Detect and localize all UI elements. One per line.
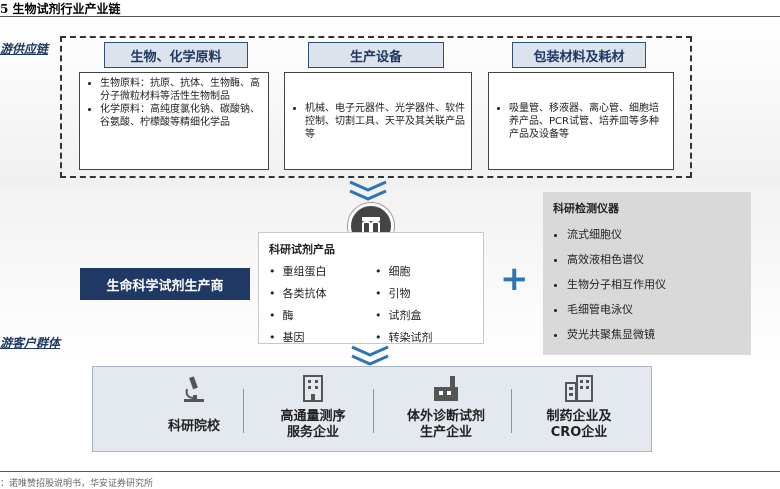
instruments-title: 科研检测仪器	[553, 202, 619, 215]
manufacturer-box: 生命科学试剂生产商	[80, 268, 250, 300]
customer-label: 制药企业及 CRO企业	[546, 409, 612, 440]
supply-item: 生物原料：抗原、抗体、生物酶、高分子微粒材料等活性生物制品	[100, 77, 262, 103]
instrument-item: 荧光共聚焦显微镜	[567, 322, 741, 347]
instrument-item: 高效液相色谱仪	[567, 247, 741, 272]
supply-header-packaging: 包装材料及耗材	[512, 42, 646, 68]
instrument-item: 毛细管电泳仪	[567, 297, 741, 322]
product-item: • 转染试剂	[375, 331, 433, 344]
customer-research-institutes: 科研院校	[139, 367, 249, 451]
product-item: • 各类抗体	[269, 287, 327, 300]
down-chevron-icon	[349, 180, 387, 201]
supply-item: 化学原料：高纯度氯化钠、碳酸钠、谷氨酸、柠檬酸等精细化学品	[100, 103, 262, 129]
product-item: • 重组蛋白	[269, 265, 327, 278]
product-item: • 基因	[269, 331, 305, 344]
footer-divider	[0, 471, 780, 472]
supply-body-raw-materials: 生物原料：抗原、抗体、生物酶、高分子微粒材料等活性生物制品 化学原料：高纯度氯化…	[79, 72, 269, 170]
down-chevron-icon	[351, 345, 389, 366]
supply-item: 吸量管、移液器、离心管、细胞培养产品、PCR试管、培养皿等多种产品及设备等	[509, 102, 667, 141]
supply-item: 机械、电子元器件、光学器件、软件控制、切割工具、天平及其关联产品等	[305, 102, 465, 141]
product-title: 科研试剂产品	[269, 243, 335, 256]
supply-header-raw-materials: 生物、化学原料	[104, 42, 248, 68]
microscope-icon	[184, 376, 204, 402]
upstream-label: 游供应链	[0, 42, 49, 56]
figure-title: 5 生物试剂行业产业链	[0, 2, 121, 16]
downstream-label: 游客户群体	[0, 336, 61, 350]
product-box: 科研试剂产品 • 重组蛋白 • 细胞 • 各类抗体 • 引物 • 酶 • 试剂盒…	[258, 232, 484, 344]
supply-header-equipment: 生产设备	[308, 42, 444, 68]
product-item: • 引物	[375, 287, 411, 300]
factory-icon	[434, 376, 458, 401]
customer-label: 高通量测序 服务企业	[280, 409, 346, 440]
customer-label: 科研院校	[167, 419, 220, 434]
instruments-box: 科研检测仪器 流式细胞仪 高效液相色谱仪 生物分子相互作用仪 毛细管电泳仪 荧光…	[543, 192, 751, 355]
product-item: • 试剂盒	[375, 309, 422, 322]
customer-pharma: 制药企业及 CRO企业	[519, 367, 639, 451]
office-buildings-icon	[565, 375, 593, 402]
product-item: • 细胞	[375, 265, 411, 278]
product-item: • 酶	[269, 309, 294, 322]
plus-icon: +	[500, 259, 529, 299]
instrument-item: 生物分子相互作用仪	[567, 272, 741, 297]
divider	[511, 389, 512, 433]
supply-chain-frame	[60, 36, 692, 178]
title-divider	[0, 16, 780, 17]
instrument-item: 流式细胞仪	[567, 222, 741, 247]
customer-ivd: 体外诊断试剂 生产企业	[381, 367, 511, 451]
supply-body-packaging: 吸量管、移液器、离心管、细胞培养产品、PCR试管、培养皿等多种产品及设备等	[488, 72, 674, 170]
customer-band: 科研院校 高通量测序 服务企业 体外诊断试剂 生产企业 制药企业及 CRO企业	[92, 366, 652, 452]
building-icon	[303, 375, 323, 402]
source-note: ：诺唯赞招股说明书，华安证券研究所	[0, 479, 154, 489]
supply-body-equipment: 机械、电子元器件、光学器件、软件控制、切割工具、天平及其关联产品等	[284, 72, 472, 170]
divider	[243, 389, 244, 433]
customer-label: 体外诊断试剂 生产企业	[406, 409, 485, 440]
divider	[373, 389, 374, 433]
customer-sequencing: 高通量测序 服务企业	[253, 367, 373, 451]
